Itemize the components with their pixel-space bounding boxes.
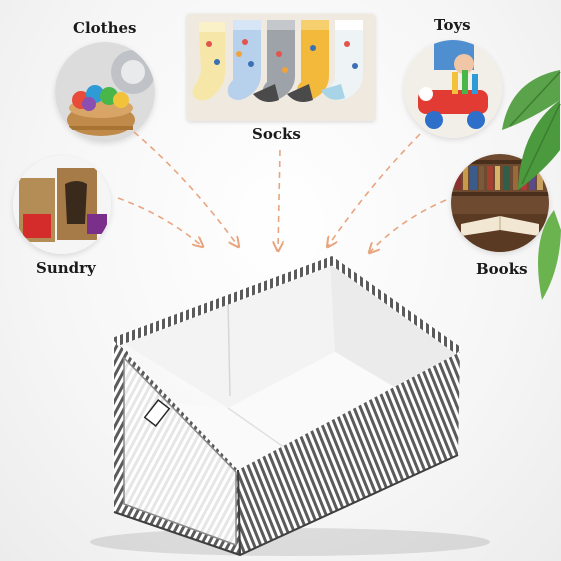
arrow-sundry <box>117 197 202 246</box>
sock-3 <box>253 20 295 102</box>
sock-2 <box>227 20 261 100</box>
label-socks: Socks <box>252 125 301 143</box>
sundry-photo <box>13 156 111 254</box>
plant-leaves <box>502 70 561 300</box>
arrow-socks <box>278 149 280 250</box>
clothes-photo <box>55 42 155 142</box>
arrow-clothes <box>133 131 238 246</box>
toys-photo <box>404 40 502 138</box>
sock-4 <box>287 20 329 102</box>
arrow-books <box>370 199 447 252</box>
label-sundry: Sundry <box>36 259 96 277</box>
sock-5 <box>321 20 363 100</box>
label-books: Books <box>476 260 528 278</box>
label-clothes: Clothes <box>73 19 137 37</box>
socks-photo <box>187 14 375 121</box>
arrow-toys <box>328 133 421 246</box>
sock-1 <box>192 22 225 101</box>
label-toys: Toys <box>434 16 471 34</box>
